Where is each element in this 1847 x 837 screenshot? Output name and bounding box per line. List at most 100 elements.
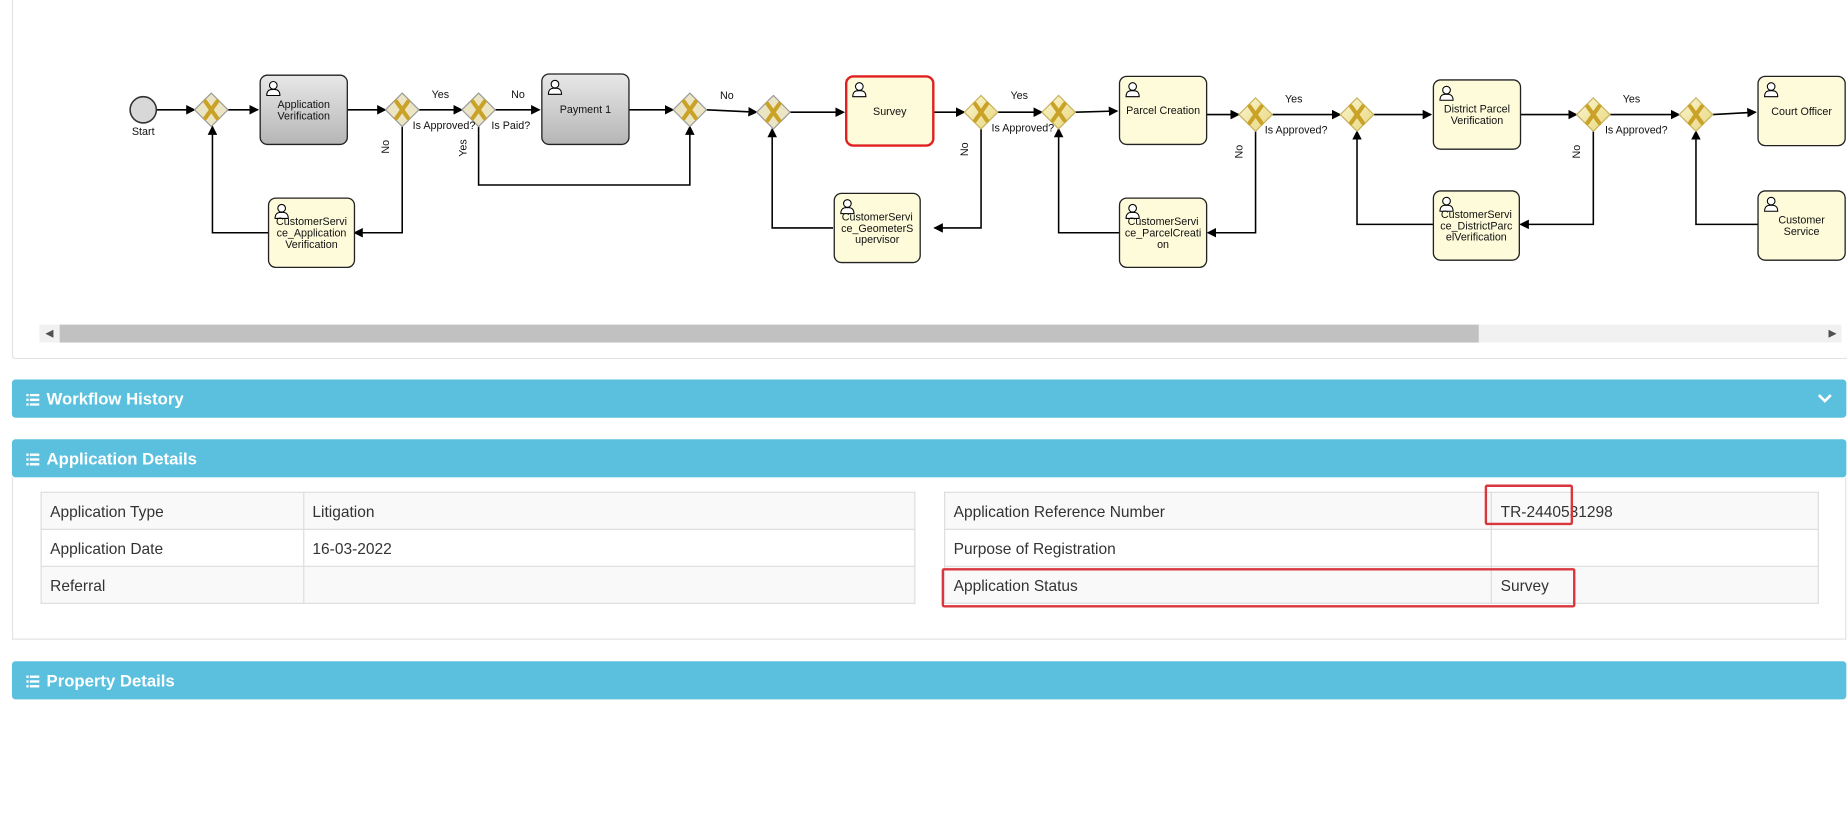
exclusive-gateway-icon[interactable] <box>384 92 420 128</box>
table-row: Application Reference Number TR-24405312… <box>944 491 1819 530</box>
workflow-history-header[interactable]: Workflow History <box>11 379 1847 419</box>
user-task-icon <box>1125 82 1140 98</box>
task-parcel-creation[interactable]: Parcel Creation <box>1118 75 1208 146</box>
workflow-history-title: Workflow History <box>46 389 184 409</box>
sequence-flow <box>1691 130 1759 226</box>
scroll-right-arrow-icon[interactable]: ▶ <box>1828 327 1837 339</box>
sequence-flow <box>933 128 982 233</box>
diagram-label: No <box>959 142 971 156</box>
diagram-label: Yes <box>458 139 470 157</box>
table-row: Application Date 16-03-2022 <box>40 528 916 567</box>
diagram-label: No <box>1233 145 1245 159</box>
application-status-label: Application Status <box>944 565 1493 604</box>
sequence-flow <box>1352 130 1434 226</box>
task-label: ce_ParcelCreati <box>1125 228 1201 240</box>
diagram-label: Yes <box>432 89 450 101</box>
referral-label: Referral <box>40 565 305 604</box>
property-details-title: Property Details <box>46 670 175 690</box>
user-task-icon <box>274 203 289 219</box>
user-task-icon <box>266 80 281 97</box>
application-type-label: Application Type <box>40 491 305 530</box>
sequence-flow <box>477 125 695 186</box>
application-status-value: Survey <box>1491 565 1819 604</box>
diagram-label: Is Approved? <box>1265 125 1328 137</box>
task-label: CustomerServi <box>842 211 913 223</box>
user-task-icon <box>1439 85 1454 101</box>
application-type-value: Litigation <box>302 491 916 530</box>
task-label: Customer <box>1778 215 1825 227</box>
exclusive-gateway-icon[interactable] <box>1041 94 1077 130</box>
list-icon <box>26 381 40 419</box>
exclusive-gateway-icon[interactable] <box>1575 97 1611 133</box>
exclusive-gateway-icon[interactable] <box>1339 97 1375 133</box>
start-event-icon[interactable] <box>129 95 158 124</box>
diagram-label: Is Approved? <box>1605 125 1668 137</box>
task-label: Survey <box>873 106 907 118</box>
user-task-icon <box>1764 82 1779 98</box>
application-details-body: Application Type Litigation Application … <box>11 477 1847 640</box>
task-court-officer[interactable]: Court Officer <box>1757 75 1846 147</box>
start-label: Start <box>132 126 155 138</box>
chevron-down-icon[interactable] <box>1817 380 1832 418</box>
task-label: Service <box>1784 226 1820 238</box>
task-label: Court Officer <box>1771 106 1832 118</box>
task-payment-1[interactable]: Payment 1 <box>541 73 630 146</box>
reference-number-label: Application Reference Number <box>944 491 1493 530</box>
task-label: CustomerServi <box>276 216 347 228</box>
diagram-label: Yes <box>1010 90 1028 102</box>
exclusive-gateway-icon[interactable] <box>963 94 999 130</box>
diagram-label: Is Paid? <box>491 120 530 132</box>
list-icon <box>26 440 40 478</box>
exclusive-gateway-icon[interactable] <box>755 94 791 130</box>
task-label: ce_GeometerS <box>841 223 913 235</box>
table-row: Application Status Survey <box>944 565 1819 604</box>
property-details-header[interactable]: Property Details <box>11 661 1847 700</box>
table-row: Purpose of Registration <box>944 528 1819 567</box>
diagram-label: Is Approved? <box>413 120 476 132</box>
exclusive-gateway-icon[interactable] <box>193 92 229 128</box>
application-date-value: 16-03-2022 <box>302 528 916 567</box>
sequence-flow <box>1053 127 1120 234</box>
sequence-flow <box>1712 107 1757 118</box>
diagram-label: No <box>511 89 525 101</box>
task-customerservice-districtparcelverification[interactable]: CustomerService_DistrictParcelVerificati… <box>1432 190 1520 261</box>
exclusive-gateway-icon[interactable] <box>461 92 497 128</box>
purpose-of-registration-value <box>1491 528 1819 567</box>
task-label: Parcel Creation <box>1126 105 1200 117</box>
scrollbar-thumb[interactable] <box>59 324 1479 343</box>
task-label: Application <box>277 99 330 111</box>
application-details-left-table: Application Type Litigation Application … <box>40 491 916 604</box>
user-task-icon <box>547 79 563 95</box>
exclusive-gateway-icon[interactable] <box>672 92 708 128</box>
sequence-flow <box>767 127 834 229</box>
exclusive-gateway-icon[interactable] <box>1238 97 1274 133</box>
task-survey[interactable]: Survey <box>844 75 935 147</box>
diagram-label: Yes <box>1623 94 1641 106</box>
application-details-title: Application Details <box>46 448 197 468</box>
exclusive-gateway-icon[interactable] <box>1678 97 1714 133</box>
referral-value <box>302 565 916 604</box>
task-label: Payment 1 <box>560 104 611 116</box>
list-icon <box>26 662 40 700</box>
user-task-icon <box>852 82 867 98</box>
diagram-label: Is Approved? <box>991 122 1054 134</box>
table-row: Application Type Litigation <box>40 491 916 530</box>
scroll-left-arrow-icon[interactable]: ◀ <box>45 327 54 339</box>
task-label: CustomerServi <box>1441 209 1512 221</box>
sequence-flow <box>1206 131 1257 238</box>
reference-number-highlight <box>1484 484 1574 526</box>
purpose-of-registration-label: Purpose of Registration <box>944 528 1493 567</box>
diagram-horizontal-scrollbar[interactable]: ◀ ▶ <box>39 324 1842 343</box>
table-row: Referral <box>40 565 916 604</box>
diagram-label: No <box>1571 145 1583 159</box>
application-details-header[interactable]: Application Details <box>11 439 1847 478</box>
user-task-icon <box>1764 196 1779 212</box>
diagram-label: No <box>720 90 734 102</box>
